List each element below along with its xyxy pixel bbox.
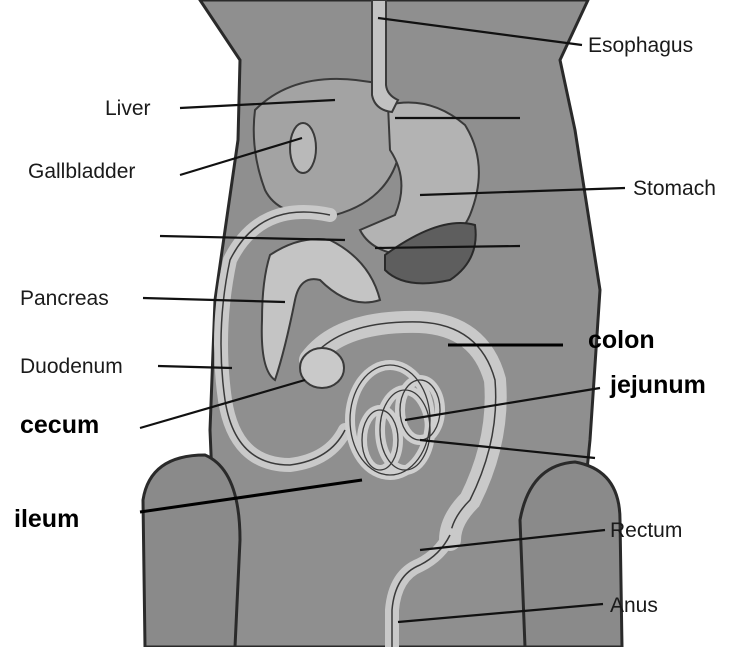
right-leg: [520, 462, 622, 647]
label-duodenum: Duodenum: [20, 355, 123, 378]
label-ileum: ileum: [14, 505, 79, 533]
label-rectum: Rectum: [610, 519, 682, 542]
cecum: [300, 348, 344, 388]
label-anus: Anus: [610, 594, 658, 617]
gallbladder: [290, 123, 316, 173]
label-cecum: cecum: [20, 411, 99, 439]
label-pancreas: Pancreas: [20, 287, 109, 310]
label-gallbladder: Gallbladder: [28, 160, 135, 183]
label-liver: Liver: [105, 97, 151, 120]
label-stomach: Stomach: [633, 177, 716, 200]
left-leg: [143, 455, 240, 647]
label-jejunum: jejunum: [609, 371, 706, 399]
label-colon: colon: [588, 326, 655, 354]
label-esophagus: Esophagus: [588, 34, 693, 57]
